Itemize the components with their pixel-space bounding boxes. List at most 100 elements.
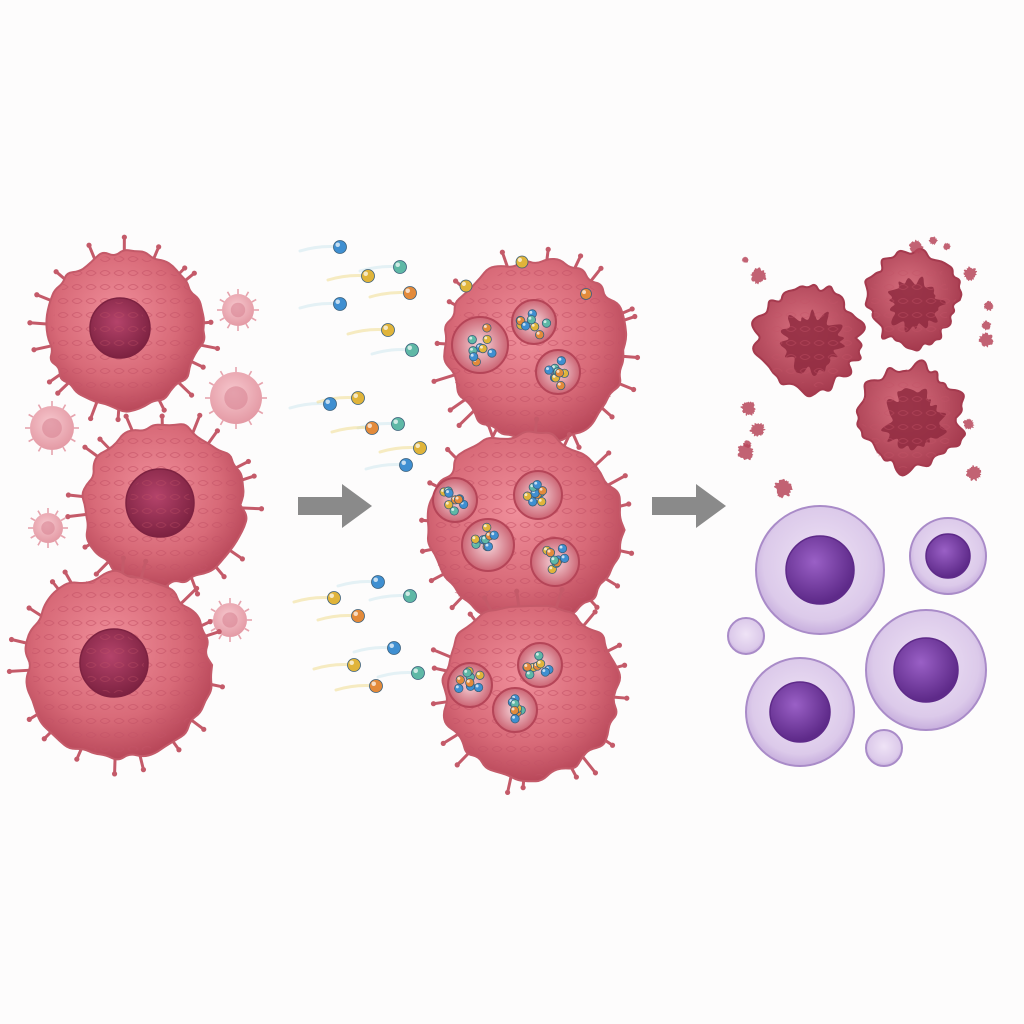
nanoparticle-highlight xyxy=(401,460,406,465)
nanoparticle xyxy=(473,682,484,693)
nanoparticle xyxy=(487,348,497,358)
spike-tip xyxy=(446,299,452,305)
nanoparticle xyxy=(554,368,565,378)
nanoparticle-body xyxy=(467,335,477,345)
small-cancer-cell xyxy=(28,508,68,548)
small-spike xyxy=(60,534,66,539)
small-spike xyxy=(219,317,225,322)
healthy-cell-membrane xyxy=(865,729,903,767)
spike-tip xyxy=(628,550,635,556)
spike-tip xyxy=(6,668,13,675)
nanoparticle-highlight xyxy=(491,532,495,536)
spike-tip xyxy=(482,595,488,601)
dying-cancer-cell xyxy=(864,247,963,352)
nanoparticle-highlight xyxy=(524,493,528,497)
nanoparticle xyxy=(520,321,531,331)
spike-tip xyxy=(258,506,265,512)
cell-debris xyxy=(965,465,982,482)
nanoparticle-body xyxy=(554,368,565,378)
nanoparticle-highlight xyxy=(530,484,534,488)
cancer-cell-bottom xyxy=(6,555,225,777)
small-spike xyxy=(30,534,36,539)
nanoparticle-highlight xyxy=(517,257,523,262)
spike-tip xyxy=(573,774,579,780)
nanoparticle-highlight xyxy=(415,443,420,448)
small-cell-nucleus xyxy=(41,521,55,535)
spike-tip xyxy=(82,444,88,450)
nanoparticle-highlight xyxy=(469,336,473,340)
nanoparticle xyxy=(387,641,401,655)
nanoparticle-highlight xyxy=(524,663,528,667)
spike-tip xyxy=(456,422,462,428)
small-spike xyxy=(28,413,34,418)
nanoparticle-highlight xyxy=(363,271,368,276)
nanoparticle xyxy=(509,705,520,716)
spike-tip xyxy=(55,390,61,396)
cell-debris xyxy=(942,242,951,251)
nanoparticle-body xyxy=(403,286,417,300)
nanoparticle-body xyxy=(536,659,546,669)
nanoparticle-body xyxy=(535,330,545,340)
nanoparticle-uptake-panel xyxy=(288,240,641,796)
cell-spike xyxy=(457,408,477,427)
cell-spike xyxy=(554,588,564,612)
nanoparticle-highlight xyxy=(534,481,538,485)
nanoparticle-highlight xyxy=(476,672,480,676)
nanoparticle xyxy=(411,666,425,680)
small-spike xyxy=(218,634,223,640)
nanoparticle-body xyxy=(403,589,417,603)
nanoparticle-body xyxy=(371,575,385,589)
nanoparticle-body xyxy=(459,279,473,293)
small-spike xyxy=(37,446,42,452)
nanoparticle-body xyxy=(580,288,592,300)
cell-debris xyxy=(983,300,994,311)
nanoparticle xyxy=(544,365,554,375)
nanoparticle-highlight xyxy=(538,498,542,502)
nanoparticle xyxy=(557,543,568,554)
nanoparticle-highlight xyxy=(470,347,473,351)
nanoparticle xyxy=(522,662,532,672)
cell-debris xyxy=(749,422,766,437)
cell-debris xyxy=(908,239,924,254)
small-spike xyxy=(226,291,231,297)
spike-tip xyxy=(34,292,40,298)
nanoparticle xyxy=(537,486,548,496)
nanoparticle xyxy=(393,260,407,274)
spike-tip xyxy=(216,629,222,635)
healthy-cell-nucleus xyxy=(893,637,959,703)
nanoparticle-highlight xyxy=(517,317,521,321)
nanoparticle-highlight xyxy=(479,345,483,349)
spike-tip xyxy=(467,611,473,617)
cell-debris xyxy=(750,267,767,285)
nanoparticle xyxy=(556,356,566,366)
nanoparticle-body xyxy=(540,667,550,677)
small-spike xyxy=(70,413,76,418)
spike-tip xyxy=(594,604,600,610)
small-cell-nucleus xyxy=(230,302,246,318)
cell-debris xyxy=(981,320,992,331)
small-spike xyxy=(244,608,250,613)
cell-spike xyxy=(432,373,456,383)
nanoparticle-body xyxy=(549,555,559,565)
small-spike xyxy=(210,627,216,632)
spike-tip xyxy=(624,695,630,701)
spike-tip xyxy=(520,785,526,791)
spike-tip xyxy=(614,583,621,589)
right-arrow-icon xyxy=(298,484,372,528)
nanoparticle-highlight xyxy=(461,281,466,286)
nanoparticle-body xyxy=(470,534,480,544)
cell-spike xyxy=(605,474,627,488)
cell-debris xyxy=(774,478,793,499)
nanoparticle xyxy=(489,530,499,540)
particle-vesicle xyxy=(517,642,563,688)
cell-spike xyxy=(189,574,200,596)
nanoparticle-highlight xyxy=(405,591,410,596)
spike-tip xyxy=(161,407,167,413)
spike-tip xyxy=(454,762,460,768)
nanoparticle-highlight xyxy=(511,700,515,704)
dying-cancer-cell xyxy=(751,283,866,398)
spike-tip xyxy=(545,246,551,252)
nanoparticle xyxy=(556,380,566,391)
nanoparticle xyxy=(399,458,413,472)
small-cancer-cell xyxy=(208,598,252,642)
